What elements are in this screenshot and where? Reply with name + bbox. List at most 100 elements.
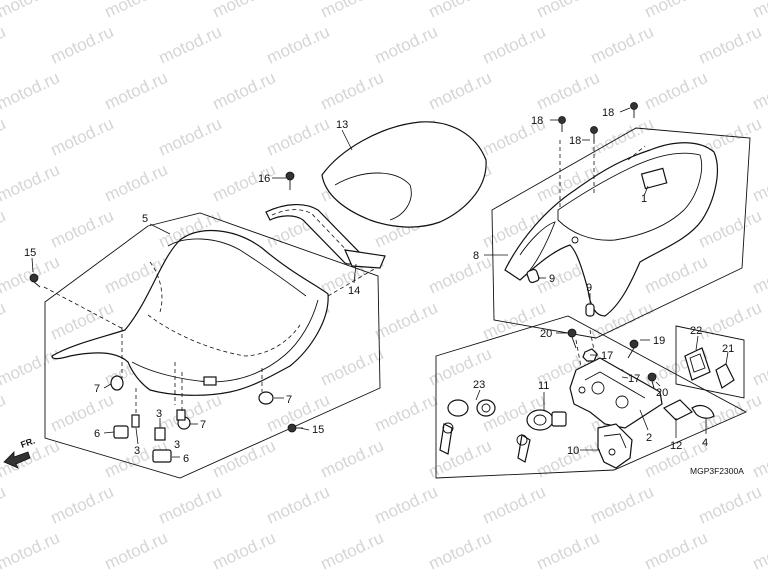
- rider-seat[interactable]: [51, 229, 329, 396]
- watermark-text: motod.ru: [102, 68, 171, 114]
- callout-17b: 17: [628, 373, 640, 385]
- watermark-text: motod.ru: [642, 0, 711, 22]
- bolt-20a[interactable]: [567, 328, 577, 349]
- watermark-text: motod.ru: [264, 114, 333, 160]
- collar-6b[interactable]: [152, 449, 172, 463]
- watermark-text: motod.ru: [48, 22, 117, 68]
- watermark-text: motod.ru: [372, 22, 441, 68]
- callout-23: 23: [473, 379, 485, 391]
- callout-6b: 6: [183, 453, 189, 465]
- watermark-text: motod.ru: [0, 22, 8, 68]
- lock-bracket-group-box: [435, 315, 748, 479]
- bolt-19[interactable]: [627, 339, 639, 359]
- grommet-9b[interactable]: [585, 303, 595, 317]
- callout-17a: 17: [601, 350, 613, 362]
- watermark-text: motod.ru: [156, 22, 225, 68]
- callout-6a: 6: [94, 428, 100, 440]
- seat-cowl[interactable]: [504, 142, 718, 317]
- hook-3a[interactable]: [131, 414, 140, 428]
- callout-18b: 18: [569, 135, 581, 147]
- watermark-text: motod.ru: [264, 482, 333, 528]
- bolt-15-left[interactable]: [29, 273, 41, 288]
- watermark-text: motod.ru: [750, 344, 768, 390]
- watermark-text: motod.ru: [426, 252, 495, 298]
- seat-latch[interactable]: [597, 423, 633, 469]
- callout-14: 14: [348, 285, 360, 297]
- watermark-text: motod.ru: [426, 68, 495, 114]
- watermark-text: motod.ru: [0, 344, 62, 390]
- watermark-text: motod.ru: [750, 528, 768, 574]
- collar-6a[interactable]: [113, 425, 129, 439]
- bolt-18b[interactable]: [590, 126, 598, 143]
- watermark-text: motod.ru: [48, 206, 117, 252]
- watermark-text: motod.ru: [696, 22, 765, 68]
- watermark-text: motod.ru: [318, 344, 387, 390]
- watermark-text: motod.ru: [750, 252, 768, 298]
- watermark-text: motod.ru: [264, 22, 333, 68]
- clip-4[interactable]: [691, 404, 715, 419]
- watermark-text: motod.ru: [156, 482, 225, 528]
- watermark-text: motod.ru: [642, 528, 711, 574]
- callout-5: 5: [142, 213, 148, 225]
- callout-21: 21: [722, 343, 734, 355]
- pillion-seat[interactable]: [321, 121, 487, 228]
- clip-21[interactable]: [715, 363, 735, 389]
- watermark-text: motod.ru: [318, 436, 387, 482]
- bolt-16[interactable]: [285, 171, 295, 190]
- watermark-text: motod.ru: [210, 0, 279, 22]
- bolt-18c[interactable]: [630, 102, 638, 119]
- watermark-text: motod.ru: [0, 298, 8, 344]
- watermark-text: motod.ru: [480, 482, 549, 528]
- cover-12[interactable]: [662, 399, 694, 421]
- callout-12: 12: [670, 440, 682, 452]
- watermark-text: motod.ru: [642, 68, 711, 114]
- callouts: 5 13 16 14 15 7 7 7 6 6 3 3 3 15 8 9 9 1…: [24, 107, 744, 476]
- watermark-text: motod.ru: [426, 528, 495, 574]
- watermark-text: motod.ru: [0, 206, 8, 252]
- callout-3a: 3: [134, 445, 140, 457]
- bolt-15-right[interactable]: [287, 423, 303, 433]
- watermark-text: motod.ru: [156, 114, 225, 160]
- cushion-7b[interactable]: [258, 391, 274, 405]
- callout-15b: 15: [312, 424, 324, 436]
- watermark-text: motod.ru: [588, 482, 657, 528]
- watermark-text: motod.ru: [588, 22, 657, 68]
- callout-13: 13: [336, 119, 348, 131]
- watermark-text: motod.ru: [372, 298, 441, 344]
- callout-8: 8: [473, 250, 479, 262]
- watermark-text: motod.ru: [426, 0, 495, 22]
- grommet-9a[interactable]: [526, 268, 540, 284]
- callout-19: 19: [653, 335, 665, 347]
- key-cylinder-11[interactable]: [516, 409, 567, 463]
- key-set-23[interactable]: [439, 399, 496, 455]
- callout-20a: 20: [540, 328, 552, 340]
- diagram-code: MGP3F2300A: [690, 466, 744, 476]
- watermark-text: motod.ru: [750, 436, 768, 482]
- watermark-text: motod.ru: [0, 390, 8, 436]
- grab-strap[interactable]: [265, 204, 386, 269]
- watermark-text: motod.ru: [750, 68, 768, 114]
- bolt-18a[interactable]: [558, 116, 566, 133]
- callout-9b: 9: [586, 282, 592, 294]
- watermark-text: motod.ru: [318, 528, 387, 574]
- hook-3b[interactable]: [154, 427, 166, 441]
- watermark-text: motod.ru: [48, 482, 117, 528]
- callout-18a: 18: [531, 115, 543, 127]
- plate-22[interactable]: [684, 347, 711, 381]
- watermark-text: motod.ru: [102, 528, 171, 574]
- bolt-20b[interactable]: [647, 372, 657, 393]
- callout-15a: 15: [24, 247, 36, 259]
- front-arrow: FR.: [3, 436, 36, 469]
- watermark-text: motod.ru: [102, 0, 171, 22]
- callout-2: 2: [646, 432, 652, 444]
- callout-4: 4: [702, 437, 708, 449]
- callout-9a: 9: [549, 273, 555, 285]
- watermark-text: motod.ru: [0, 68, 62, 114]
- callout-7c: 7: [200, 419, 206, 431]
- watermark-text: motod.ru: [642, 252, 711, 298]
- hook-3c[interactable]: [176, 409, 186, 421]
- cushion-7a[interactable]: [110, 375, 124, 391]
- watermark-text: motod.ru: [156, 390, 225, 436]
